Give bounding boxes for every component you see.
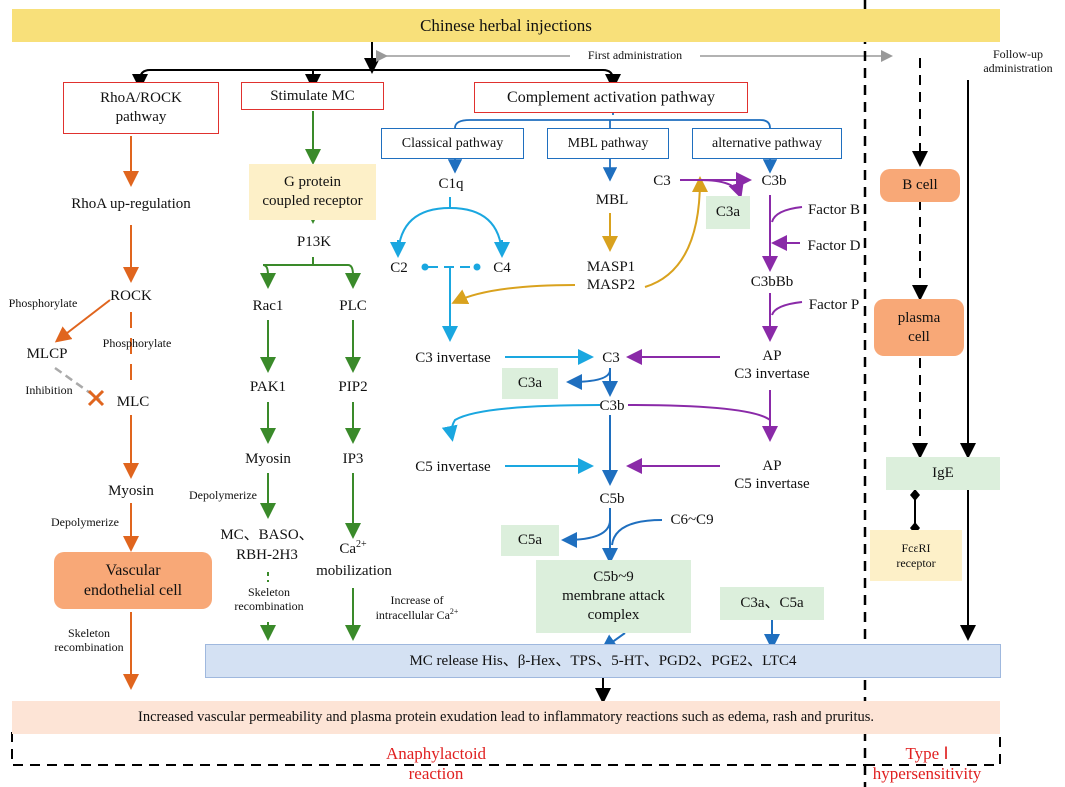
mc-myosin-label: Myosin [245, 451, 291, 467]
rhoa-skeleton-label: Skeleton recombination [54, 626, 124, 655]
c3b-top-label: C3b [761, 173, 787, 189]
c3a-c5a-box: C3a、C5a [720, 587, 824, 620]
fceri-receptor-box: FcεRI receptor [870, 530, 962, 581]
c6c9-label: C6~C9 [670, 512, 714, 528]
anaphylactoid-label: Anaphylactoid reaction [385, 744, 487, 783]
follow-up-label: Follow-up administration [983, 47, 1053, 76]
rhoa-rock-box: RhoA/ROCK pathway [63, 82, 219, 134]
c3bbb-label: C3bBb [750, 274, 794, 290]
mlcp-label: MLCP [26, 346, 68, 362]
mc-release-bar: MC release His、β-Hex、TPS、5-HT、PGD2、PGE2、… [205, 644, 1001, 678]
ca-mobilization-label: mobilization [316, 563, 392, 579]
c3-invertase-label: C3 invertase [415, 350, 491, 366]
p13k-label: P13K [296, 234, 332, 250]
complement-box: Complement activation pathway [474, 82, 748, 113]
mbl-pathway-box: MBL pathway [547, 128, 669, 159]
c5b-label: C5b [599, 491, 625, 507]
c3a-mid-box: C3a [502, 368, 558, 399]
ige-box: IgE [886, 457, 1000, 490]
header-banner: Chinese herbal injections [12, 9, 1000, 42]
stimulate-mc-box: Stimulate MC [241, 82, 384, 110]
c4-label: C4 [493, 260, 511, 276]
mc-depolymerize-label: Depolymerize [189, 488, 257, 502]
ca-label: Ca2+ [339, 539, 367, 557]
mac-box: C5b~9 membrane attack complex [536, 560, 691, 633]
factor-p-label: Factor P [808, 297, 860, 313]
ap-c3-label: AP C3 invertase [734, 348, 810, 382]
phosphorylate-label-1: Phosphorylate [8, 296, 78, 310]
pak1-label: PAK1 [249, 379, 287, 395]
mc-cells-label: MC、BASO、 RBH-2H3 [220, 527, 314, 563]
classical-pathway-box: Classical pathway [381, 128, 524, 159]
rock-label: ROCK [110, 288, 152, 304]
outcome-bar: Increased vascular permeability and plas… [12, 701, 1000, 734]
gprotein-box: G protein coupled receptor [249, 164, 376, 220]
rhoa-myosin-label: Myosin [108, 483, 154, 499]
c3a-top-box: C3a [706, 196, 750, 229]
factor-d-label: Factor D [807, 238, 861, 254]
plc-label: PLC [339, 298, 367, 314]
alternative-pathway-box: alternative pathway [692, 128, 842, 159]
rhoa-upregulation: RhoA up-regulation [71, 196, 191, 212]
first-administration-label: First administration [587, 48, 683, 62]
mbl-label: MBL [595, 192, 629, 208]
ap-c5-label: AP C5 invertase [734, 458, 810, 492]
c1q-label: C1q [438, 176, 464, 192]
vascular-endothelial-box: Vascular endothelial cell [54, 552, 212, 609]
ca-increase-label: Increase of intracellular Ca2+ [375, 593, 459, 623]
b-cell-box: B cell [880, 169, 960, 202]
c5a-box: C5a [501, 525, 559, 556]
ip3-label: IP3 [342, 451, 364, 467]
c3-mid-label: C3 [602, 350, 620, 366]
phosphorylate-label-2: Phosphorylate [102, 336, 172, 350]
c5-invertase-label: C5 invertase [415, 459, 491, 475]
mlc-label: MLC [116, 394, 150, 410]
type1-hypersensitivity-label: Type Ⅰ hypersensitivity [872, 744, 982, 783]
pip2-label: PIP2 [338, 379, 368, 395]
c3-top-label: C3 [653, 173, 671, 189]
rac1-label: Rac1 [252, 298, 284, 314]
factor-b-label: Factor B [807, 202, 861, 218]
c3b-mid-label: C3b [599, 398, 625, 414]
inhibition-label: Inhibition [25, 383, 73, 397]
c2-label: C2 [390, 260, 408, 276]
plasma-cell-box: plasma cell [874, 299, 964, 356]
masp-label: MASP1 MASP2 [586, 259, 636, 293]
rhoa-depolymerize-label: Depolymerize [51, 515, 119, 529]
mc-skeleton-label: Skeleton recombination [234, 585, 304, 614]
